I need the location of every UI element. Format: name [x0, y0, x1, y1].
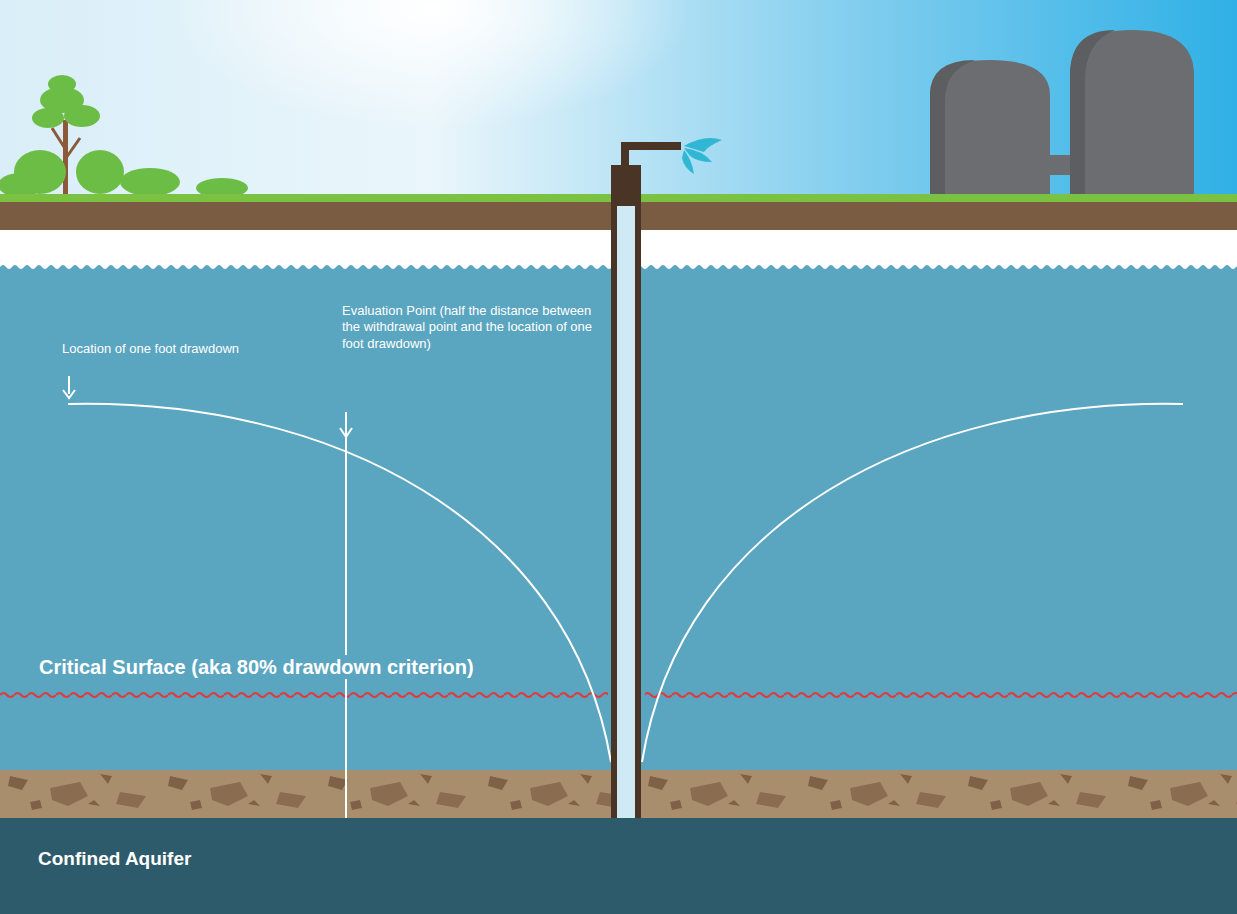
- critical-surface-label: Critical Surface (aka 80% drawdown crite…: [36, 655, 477, 679]
- drawdown-location-label: Location of one foot drawdown: [62, 341, 322, 357]
- band-title: Confined Aquifer: [38, 848, 191, 870]
- confined-aquifer-band: Confined Aquifer: [0, 818, 1237, 914]
- evaluation-point-label: Evaluation Point (half the distance betw…: [342, 303, 612, 352]
